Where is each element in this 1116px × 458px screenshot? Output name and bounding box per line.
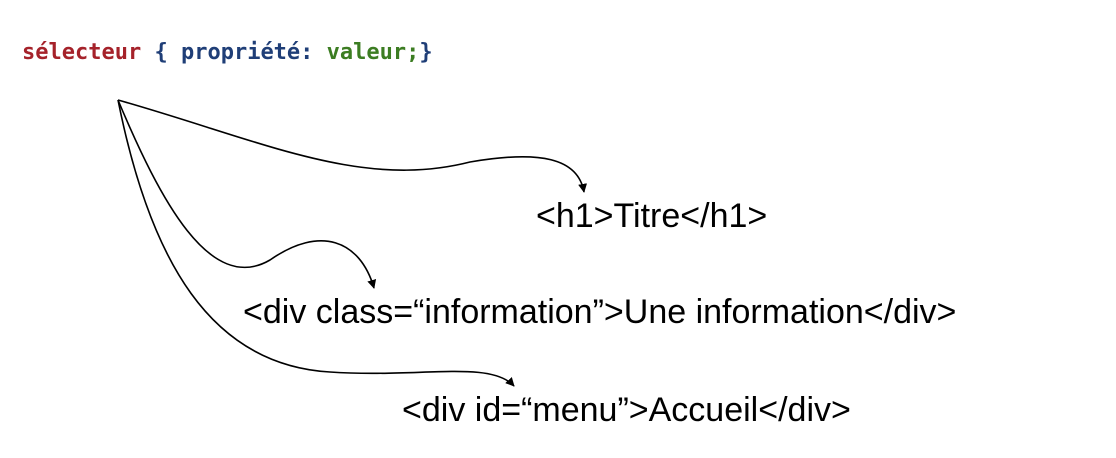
id-div-element: <div id=“menu”>Accueil</div>: [402, 391, 851, 429]
h1-element: <h1>Titre</h1>: [536, 197, 768, 235]
value-token: valeur;: [326, 40, 420, 65]
arrow-to-class-div: [117, 99, 377, 289]
arrow-to-h1: [117, 99, 588, 193]
class-div-element: <div class=“information”>Une information…: [243, 293, 957, 331]
selector-token: sélecteur: [22, 40, 142, 65]
arrow-to-id-div: [117, 99, 515, 387]
property-token: propriété:: [180, 40, 327, 65]
open-brace-token: {: [141, 40, 181, 65]
close-brace-token: }: [419, 40, 433, 65]
css-rule-syntax: sélecteur { propriété: valeur;}: [22, 38, 433, 68]
